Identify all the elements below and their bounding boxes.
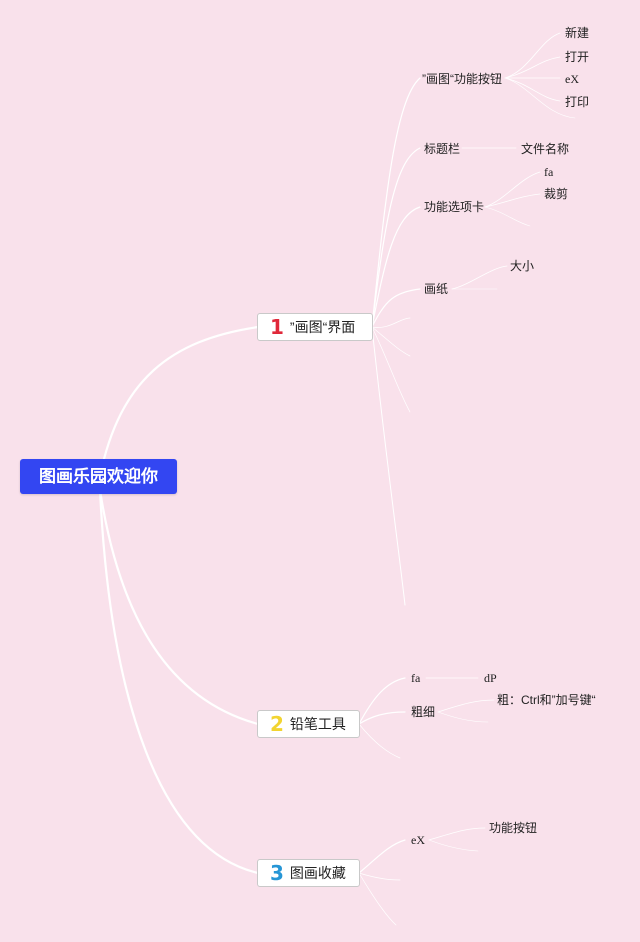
leaf-crop[interactable]: 裁剪 — [544, 187, 569, 201]
number-3-icon: 3 — [270, 861, 284, 885]
link-sub4-leaf — [451, 265, 508, 290]
leaf-print[interactable]: 打印 — [565, 95, 590, 109]
link-root-branch-2 — [98, 488, 260, 726]
link-b2-sub1 — [358, 677, 406, 725]
subtopic-title-bar[interactable]: 标题栏 — [424, 142, 461, 156]
leaf-fa[interactable]: fa — [544, 165, 554, 179]
central-topic[interactable]: 图画乐园欢迎你 — [20, 459, 177, 494]
link-root-branch-3 — [98, 488, 260, 875]
link-b1-sub1 — [371, 77, 421, 328]
link-b3-sub1 — [358, 839, 406, 874]
leaf-thick-shortcut[interactable]: 粗：Ctrl和”加号键“ — [497, 693, 596, 707]
branch-3-topic[interactable]: 3 图画收藏 — [257, 859, 360, 887]
subtopic-ribbon-tabs[interactable]: 功能选项卡 — [424, 200, 485, 214]
leaf-new[interactable]: 新建 — [565, 26, 590, 40]
link-sub3-leaves — [484, 171, 541, 208]
branch-1-label: ”画图“界面 — [289, 319, 356, 335]
subtopic-fa[interactable]: fa — [411, 671, 421, 685]
link-root-branch-1 — [98, 325, 260, 478]
link-b1-sub4 — [371, 288, 421, 328]
link-b1-sub3 — [371, 206, 421, 328]
branch-1-topic[interactable]: 1 ”画图“界面 — [257, 313, 373, 341]
link-b2-sub2 — [358, 711, 406, 725]
leaf-size[interactable]: 大小 — [510, 259, 535, 273]
subtopic-thickness[interactable]: 粗细 — [411, 705, 436, 719]
subtopic-function-buttons[interactable]: ”画图“功能按钮 — [422, 72, 502, 86]
leaf-dp[interactable]: dP — [484, 671, 497, 685]
link-b1-tail — [371, 326, 406, 606]
link-sub1-leaves — [504, 32, 561, 79]
leaf-open[interactable]: 打开 — [565, 50, 590, 64]
leaf-file-name[interactable]: 文件名称 — [521, 142, 570, 156]
branch-2-label: 铅笔工具 — [289, 716, 346, 732]
branch-2-topic[interactable]: 2 铅笔工具 — [257, 710, 360, 738]
subtopic-canvas[interactable]: 画纸 — [424, 282, 449, 296]
leaf-function-button[interactable]: 功能按钮 — [489, 821, 538, 835]
number-2-icon: 2 — [270, 712, 284, 736]
link-b1-sub2 — [371, 147, 421, 328]
leaf-ex[interactable]: eX — [565, 72, 579, 86]
subtopic-ex[interactable]: eX — [411, 833, 425, 847]
number-1-icon: 1 — [270, 315, 284, 339]
branch-3-label: 图画收藏 — [289, 865, 346, 881]
